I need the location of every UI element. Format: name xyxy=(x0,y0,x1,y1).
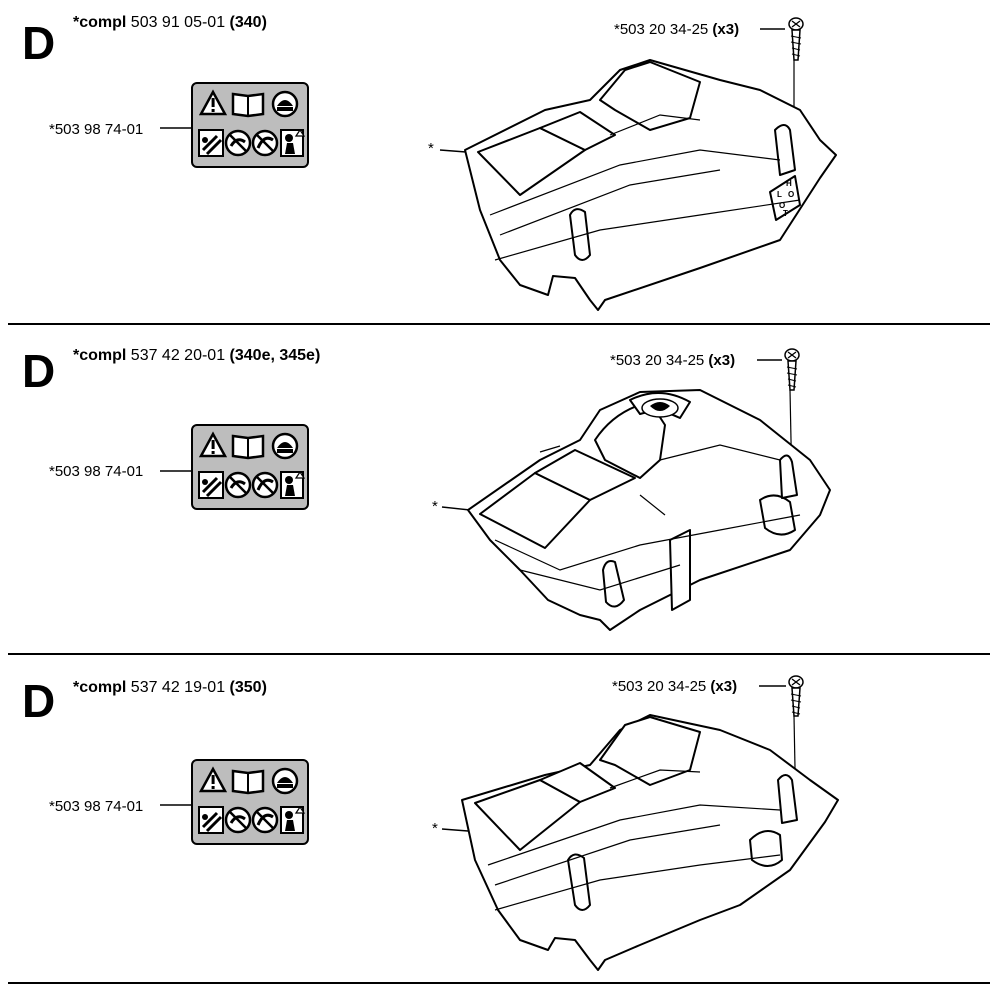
assembly-models: (350) xyxy=(229,679,267,696)
assembly-part-number: 503 91 05-01 xyxy=(126,14,230,31)
decal-part-number: *503 98 74-01 xyxy=(49,121,144,138)
decal-part-number: *503 98 74-01 xyxy=(49,798,144,815)
choke-letter: L xyxy=(777,190,782,199)
choke-marking: L O H T O xyxy=(777,179,794,218)
choke-letter: T xyxy=(783,209,788,218)
protective-gear-icon xyxy=(280,128,306,157)
protective-gear-icon xyxy=(280,470,306,499)
chain-icon xyxy=(251,806,279,834)
decal-part-number: *503 98 74-01 xyxy=(49,463,144,480)
cover-drawing-350 xyxy=(160,675,839,971)
screw-quantity: (x3) xyxy=(708,352,736,369)
chain-icon xyxy=(251,129,279,157)
screw-callout: *503 20 34-25 (x3) xyxy=(612,678,737,695)
helmet-icon xyxy=(271,432,299,460)
cover-leader-line xyxy=(441,828,469,832)
assembly-part-number: 537 42 19-01 xyxy=(126,679,230,696)
screw-part-number: *503 20 34-25 xyxy=(612,678,711,695)
cover-marker: * xyxy=(432,498,438,515)
assembly-part-number: 537 42 20-01 xyxy=(126,347,230,364)
compl-label: *compl xyxy=(73,14,127,31)
compl-label: *compl xyxy=(73,347,127,364)
screw-icon xyxy=(788,17,804,61)
decal-symbols xyxy=(198,766,306,834)
warning-decal xyxy=(191,82,309,168)
screw-icon xyxy=(788,675,804,717)
assembly-heading: *compl 503 91 05-01 (340) xyxy=(73,14,267,32)
cover-marker: * xyxy=(428,140,434,157)
cylinder-cover-outline xyxy=(464,59,837,311)
cover-leader-line xyxy=(441,506,471,511)
screw-quantity: (x3) xyxy=(710,678,738,695)
warning-decal xyxy=(191,759,309,845)
choke-letter: O xyxy=(779,201,785,210)
section-divider xyxy=(8,653,990,655)
section-divider xyxy=(8,982,990,984)
kickback-icon xyxy=(198,471,224,499)
cover-detail-lines xyxy=(487,769,781,911)
cover-drawing-340: L O H T O xyxy=(160,17,837,311)
screw-callout: *503 20 34-25 (x3) xyxy=(610,352,735,369)
compl-label: *compl xyxy=(73,679,127,696)
screw-part-number: *503 20 34-25 xyxy=(614,21,713,38)
assembly-heading: *compl 537 42 20-01 (340e, 345e) xyxy=(73,347,320,365)
no-one-hand-icon xyxy=(224,471,252,499)
screw-part-number: *503 20 34-25 xyxy=(610,352,709,369)
cover-detail-lines xyxy=(489,114,801,261)
section-letter: D xyxy=(22,17,56,69)
kickback-icon xyxy=(198,129,224,157)
no-one-hand-icon xyxy=(224,129,252,157)
warning-icon xyxy=(198,89,228,116)
cover-marker: * xyxy=(432,820,438,837)
decal-symbols xyxy=(198,431,306,499)
kickback-icon xyxy=(198,806,224,834)
cylinder-cover-outline xyxy=(467,389,831,631)
assembly-heading: *compl 537 42 19-01 (350) xyxy=(73,679,267,697)
warning-icon xyxy=(198,431,228,458)
section-letter: D xyxy=(22,675,56,727)
warning-icon xyxy=(198,766,228,793)
cover-drawing-340e-345e xyxy=(160,348,831,631)
screw-icon xyxy=(784,348,800,391)
assembly-models: (340e, 345e) xyxy=(229,347,321,364)
assembly-models: (340) xyxy=(229,14,267,31)
no-one-hand-icon xyxy=(224,806,252,834)
parts-section-340e-345e: D *compl 537 42 20-01 (340e, 345e) *503 … xyxy=(0,330,1000,660)
choke-letter: H xyxy=(786,179,792,188)
manual-icon xyxy=(231,434,265,460)
helmet-icon xyxy=(271,767,299,795)
chain-icon xyxy=(251,471,279,499)
manual-icon xyxy=(231,769,265,795)
parts-section-340: D *compl 503 91 05-01 (340) *503 20 34-2… xyxy=(0,0,1000,330)
section-divider xyxy=(8,323,990,325)
cylinder-cover-outline xyxy=(461,714,839,971)
screw-callout: *503 20 34-25 (x3) xyxy=(614,21,739,38)
logo-emblem xyxy=(641,398,679,418)
cover-leader-line xyxy=(439,149,467,153)
protective-gear-icon xyxy=(280,805,306,834)
choke-letter: O xyxy=(788,190,794,199)
manual-icon xyxy=(231,92,265,118)
helmet-icon xyxy=(271,90,299,118)
decal-symbols xyxy=(198,89,306,157)
parts-section-350: D *compl 537 42 19-01 (350) *503 20 34-2… xyxy=(0,660,1000,990)
section-letter: D xyxy=(22,345,56,397)
cover-detail-lines xyxy=(494,444,801,591)
screw-quantity: (x3) xyxy=(712,21,740,38)
warning-decal xyxy=(191,424,309,510)
